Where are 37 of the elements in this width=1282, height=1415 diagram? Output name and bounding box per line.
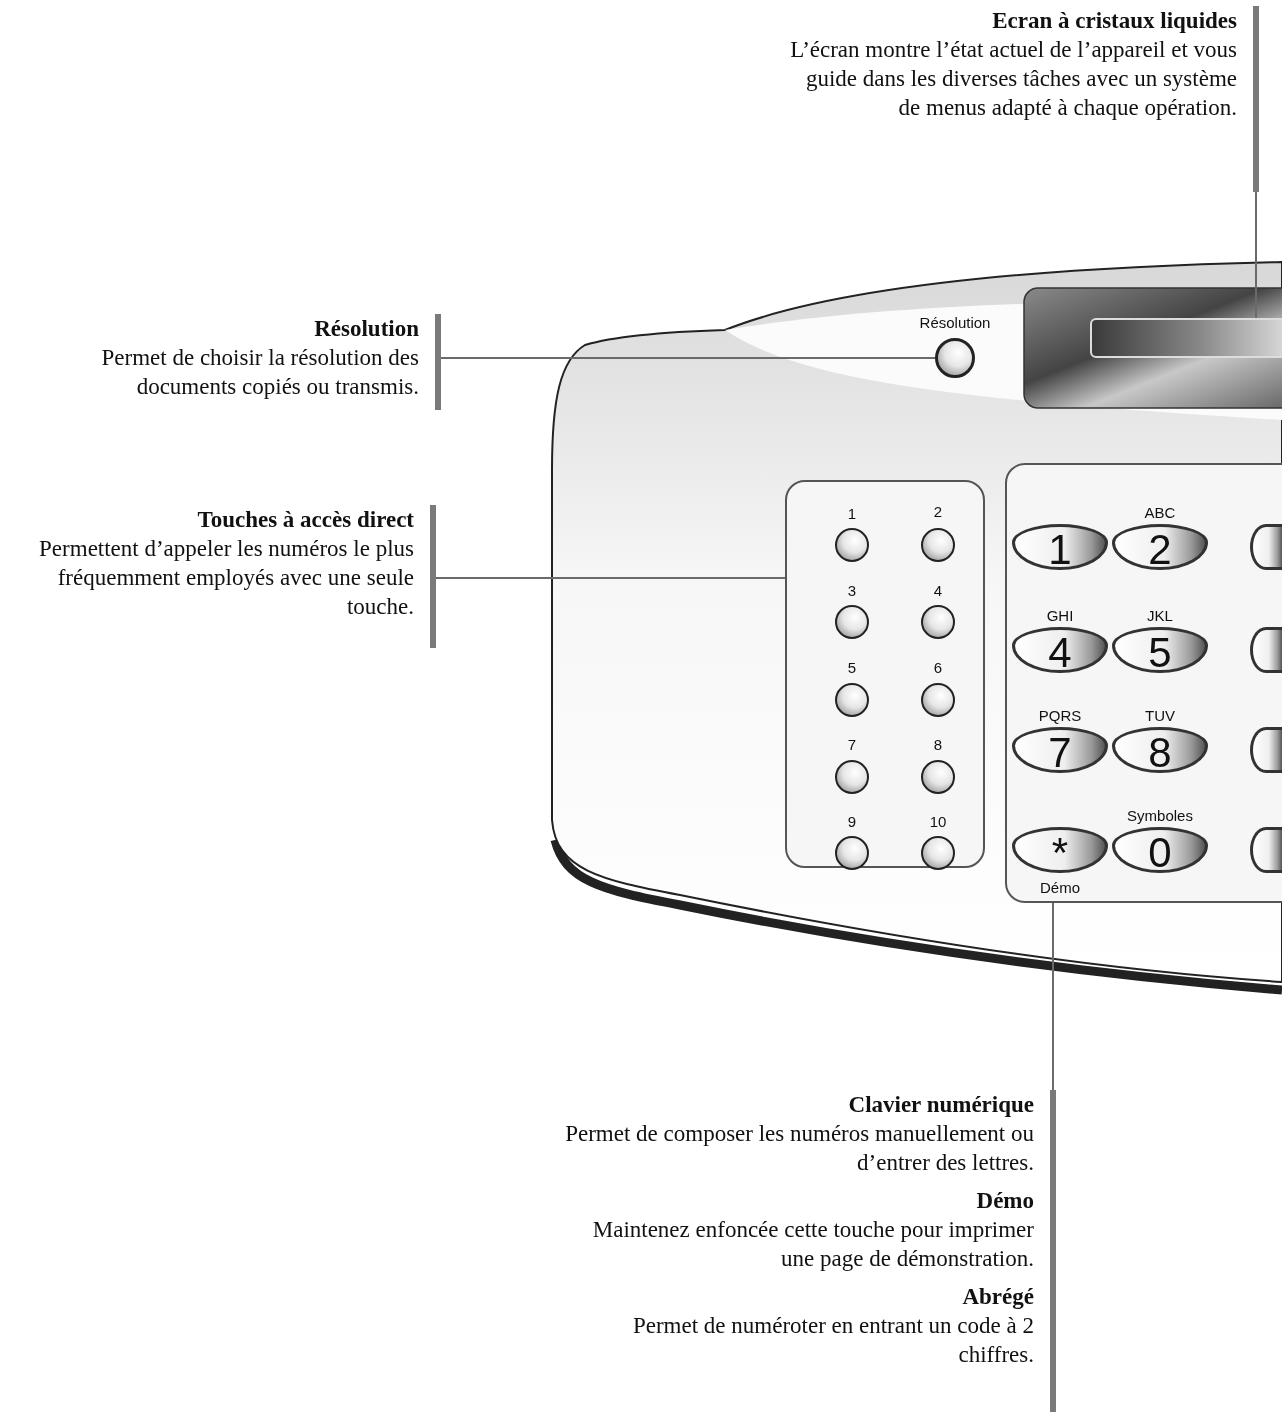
lcd-display [1090,318,1282,358]
callout-description: L’écran montre l’état actuel de l’appareil et vous guide dans les diverses tâches avec un système de menus adapté à chaque opération. [790,36,1237,122]
callout-description: Maintenez enfoncée cette touche pour imprimer une page de démonstration. [591,1216,1034,1273]
key-label: JKL [1147,606,1173,624]
callout-heading: Résolution [314,315,419,343]
callout-heading: Démo [976,1187,1034,1215]
leader-line [440,357,936,359]
callout-heading: Abrégé [962,1283,1034,1311]
key-label: Symboles [1127,806,1193,824]
callout-description: Permettent d’appeler les numéros le plus fréquemment employés avec une seule touche. [38,535,414,621]
callout-heading: Touches à accès direct [197,506,414,534]
key-label: 2 [933,502,943,520]
key-label: ABC [1144,503,1176,521]
button-label: Résolution [919,313,991,331]
key-label: Démo [1040,878,1080,896]
key-label: 7 [847,735,857,753]
key-label: GHI [1046,606,1074,624]
key-label: 9 [847,812,857,830]
key-panel [785,480,985,868]
leader-line [1255,191,1257,319]
key-label: TUV [1145,706,1175,724]
callout-description: Permet de composer les numéros manuellement ou d’entrer des lettres. [564,1120,1034,1177]
leader-line [1052,902,1054,1091]
key-label: 6 [933,658,943,676]
key-label: 3 [847,581,857,599]
leader-line [435,577,786,579]
key-label: 4 [933,581,943,599]
key-label: 10 [929,812,947,830]
key-label: PQRS [1038,706,1082,724]
callout-description: Permet de numéroter en entrant un code à 2 chiffres. [631,1312,1034,1369]
key-label: 5 [847,658,857,676]
callout-description: Permet de choisir la résolution des documents copiés ou transmis. [100,344,419,401]
callout-heading: Ecran à cristaux liquides [992,7,1237,35]
callout-heading: Clavier numérique [848,1091,1034,1119]
key-label: 8 [933,735,943,753]
callout-text-block [790,6,1259,192]
key-label: 1 [847,504,857,522]
